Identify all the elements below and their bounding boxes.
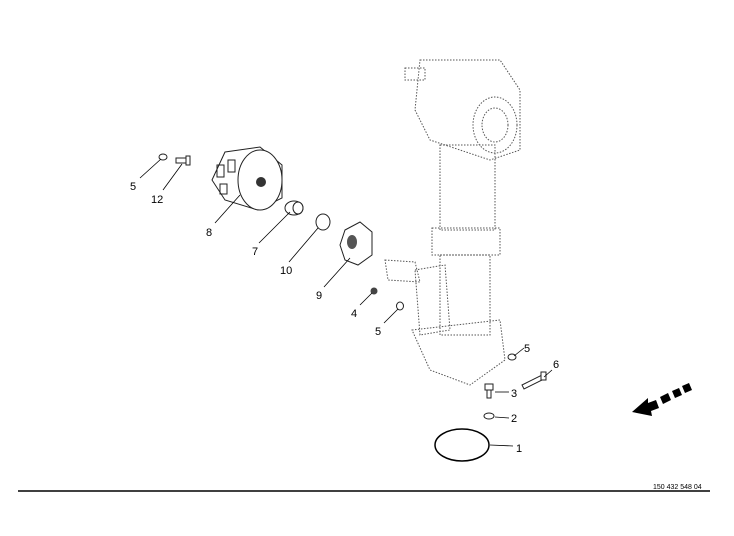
callout-2: 2 [511,413,517,425]
bolt-3 [484,383,494,399]
washer-5 [158,153,168,161]
callout-5c: 5 [524,343,530,355]
callout-3: 3 [511,388,517,400]
callout-8: 8 [206,227,212,239]
o-ring-10 [315,213,331,231]
reference-number: 150 432 548 04 [653,484,702,491]
leader-lines [139,158,553,447]
callout-5b: 5 [375,326,381,338]
nut-4 [370,287,378,295]
hex-nut-9 [339,221,373,266]
callout-1: 1 [516,443,522,455]
bolt-6 [521,371,547,390]
direction-arrow-icon [632,383,692,416]
gearbox-assembly [384,59,521,386]
bolt-12 [175,155,191,166]
bearing-7 [284,200,304,216]
callout-12: 12 [151,194,163,206]
callout-10: 10 [280,265,292,277]
callout-5: 5 [130,181,136,193]
washer-2 [483,412,495,420]
callout-6: 6 [553,359,559,371]
callout-9: 9 [316,290,322,302]
callout-4: 4 [351,308,357,320]
drum-8 [211,146,283,211]
callout-7: 7 [252,246,258,258]
washer-5b [396,301,404,311]
o-ring-1 [434,428,490,462]
